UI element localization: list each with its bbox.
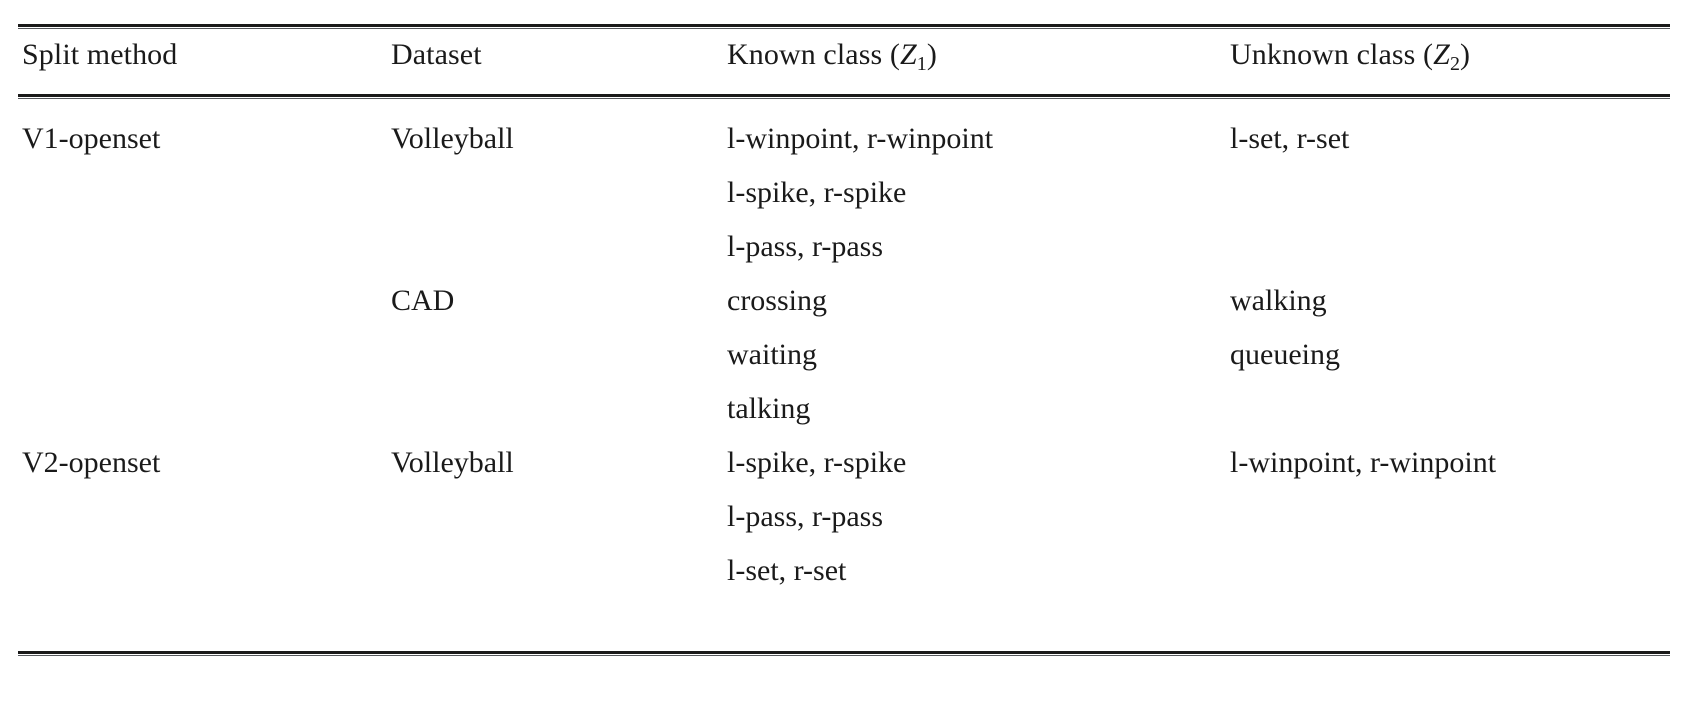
table-header-row: Split method Dataset Known class (Z1) Un… [0, 38, 1690, 88]
table-header-separator-hairline [18, 98, 1670, 99]
table-row-dataset-volleyball-v1: Volleyball [391, 122, 514, 155]
table-cell-known-class-v1-volleyball-0: l-winpoint, r-winpoint [727, 122, 994, 155]
table-header-separator-rule [18, 94, 1670, 97]
table-cell-known-class-v1-cad-2: talking [727, 392, 811, 425]
known-class-label-suffix: ) [926, 38, 937, 71]
table-cell-unknown-class-v2-volleyball-0: l-winpoint, r-winpoint [1230, 446, 1497, 479]
table-cell-known-class-v1-cad-1: waiting [727, 338, 817, 371]
table-bottom-rule-hairline [18, 655, 1670, 656]
table-cell-known-class-v2-volleyball-2: l-set, r-set [727, 554, 847, 587]
table-cell-unknown-class-v1-cad-1: queueing [1230, 338, 1340, 371]
unknown-class-subscript: 2 [1449, 53, 1461, 75]
table-cell-known-class-v1-volleyball-1: l-spike, r-spike [727, 176, 907, 209]
column-header-unknown-class: Unknown class (Z2) [1230, 38, 1470, 75]
unknown-class-label-prefix: Unknown class ( [1230, 38, 1434, 71]
column-header-known-class: Known class (Z1) [727, 38, 937, 75]
unknown-class-label-suffix: ) [1460, 38, 1471, 71]
table-row-dataset-volleyball-v2: Volleyball [391, 446, 514, 479]
table-cell-known-class-v2-volleyball-0: l-spike, r-spike [727, 446, 907, 479]
column-header-dataset: Dataset [391, 38, 482, 71]
table-cell-unknown-class-v1-volleyball-0: l-set, r-set [1230, 122, 1350, 155]
unknown-class-symbol: Z [1433, 38, 1450, 71]
table-cell-known-class-v1-volleyball-2: l-pass, r-pass [727, 230, 884, 263]
table-top-rule [18, 24, 1670, 27]
table-cell-known-class-v2-volleyball-1: l-pass, r-pass [727, 500, 884, 533]
table-bottom-rule [18, 651, 1670, 654]
table-row-split-method-v2: V2-openset [22, 446, 161, 479]
table-top-rule-hairline [18, 28, 1670, 29]
table-row-split-method-v1: V1-openset [22, 122, 161, 155]
table-cell-unknown-class-v1-cad-0: walking [1230, 284, 1327, 317]
known-class-symbol: Z [899, 38, 917, 71]
known-class-label-prefix: Known class ( [727, 38, 900, 71]
known-class-subscript: 1 [916, 53, 927, 75]
column-header-split-method: Split method [22, 38, 178, 71]
table-row-dataset-cad-v1: CAD [391, 284, 455, 317]
table-cell-known-class-v1-cad-0: crossing [727, 284, 827, 317]
